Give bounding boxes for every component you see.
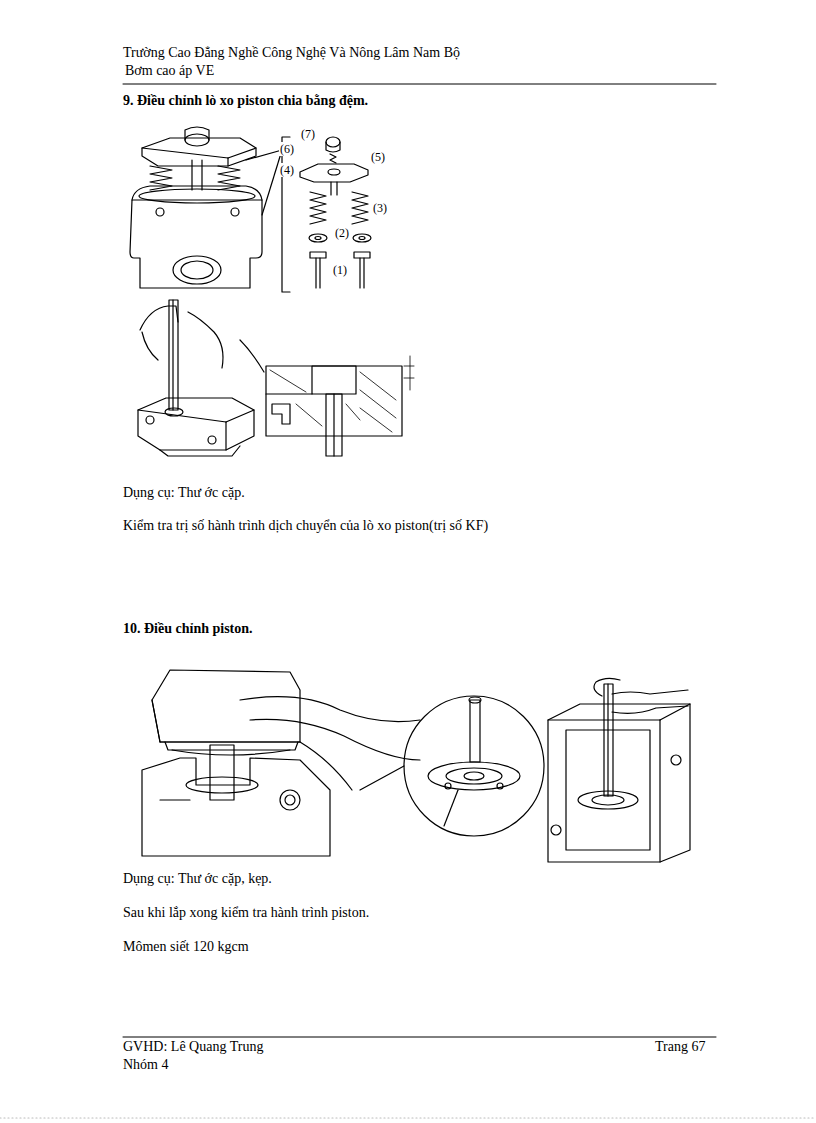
torque-spec: Mômen siết 120 kgcm	[123, 939, 249, 956]
callout-number: (1)	[332, 263, 348, 277]
callout-number: (3)	[372, 201, 388, 215]
callout-number: (6)	[279, 142, 295, 156]
footer-group: Nhóm 4	[123, 1057, 169, 1074]
piston-adjust-drawing	[142, 670, 690, 862]
footer-instructor: GVHD: Lê Quang Trung	[123, 1039, 263, 1056]
tool-note: Dụng cụ: Thư ớc cặp, kẹp.	[123, 871, 272, 888]
tool-note: Dụng cụ: Thư ớc cặp.	[123, 485, 245, 502]
page-header: Trường Cao Đẳng Nghề Công Nghệ Và Nông L…	[123, 45, 460, 62]
instruction-text: Sau khi lắp xong kiểm tra hành trình pis…	[123, 905, 369, 922]
page-number: Trang 67	[655, 1039, 705, 1056]
callout-number: (2)	[334, 226, 350, 240]
footer-rule	[123, 1037, 716, 1038]
section-heading: 10. Điều chỉnh piston.	[123, 621, 253, 638]
callout-number: (4)	[279, 163, 295, 177]
callout-number: (5)	[370, 150, 386, 164]
header-rule	[123, 84, 716, 85]
callout-number: (7)	[300, 127, 316, 141]
page-edge	[0, 1117, 816, 1118]
instruction-text: Kiểm tra trị số hành trình dịch chuyển c…	[123, 518, 488, 535]
pump-head-drawing	[130, 127, 282, 288]
bracket	[282, 137, 290, 292]
section-heading: 9. Điều chỉnh lò xo piston chia bằng đệm…	[123, 93, 368, 110]
gauge-measuring-drawing	[138, 300, 414, 456]
document-subtitle: Bơm cao áp VE	[125, 63, 214, 80]
exploded-parts-drawing	[300, 137, 371, 288]
